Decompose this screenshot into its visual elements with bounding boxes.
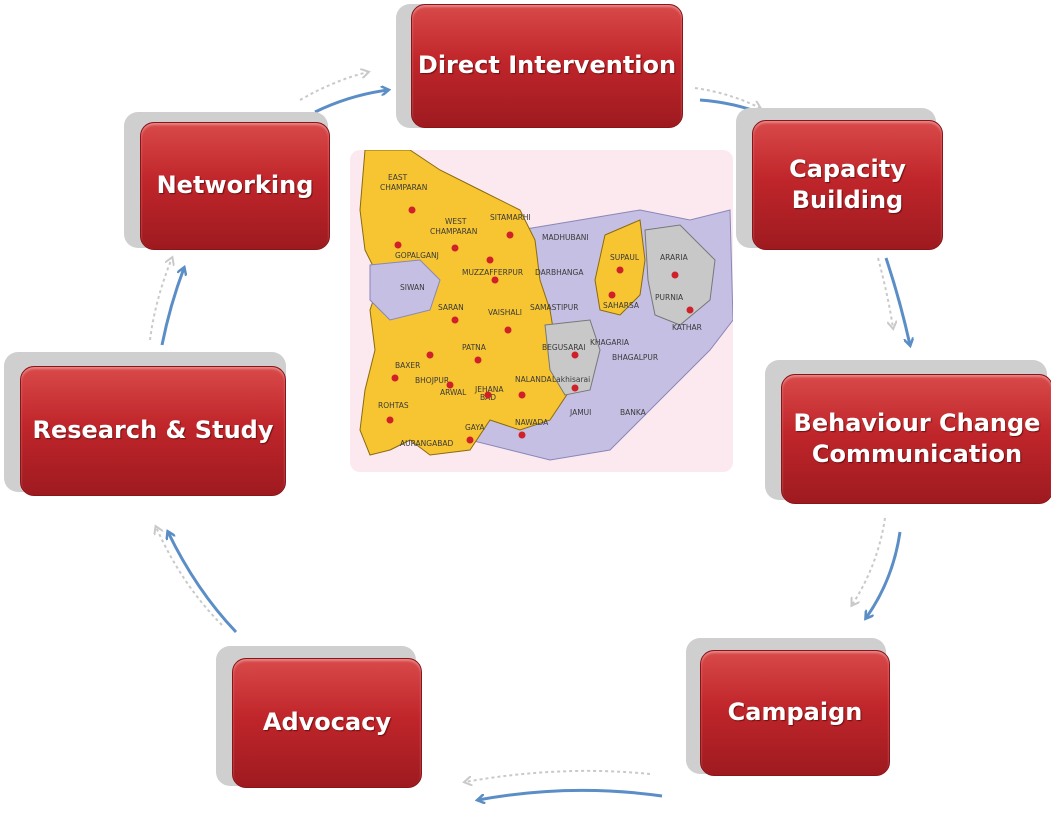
svg-text:CHAMPARAN: CHAMPARAN <box>380 183 427 192</box>
svg-text:BEGUSARAI: BEGUSARAI <box>542 343 585 352</box>
svg-text:Lakhisarai: Lakhisarai <box>552 375 590 384</box>
svg-text:CHAMPARAN: CHAMPARAN <box>430 227 477 236</box>
map-region-gray-araria-purnia <box>644 224 716 326</box>
svg-text:AURANGABAD: AURANGABAD <box>400 439 453 448</box>
svg-text:ARARIA: ARARIA <box>660 253 689 262</box>
advocacy-label: Advocacy <box>262 708 392 737</box>
campaign-box: Campaign <box>700 650 890 776</box>
map-region-gray-begusarai <box>544 319 601 396</box>
svg-text:BHOJPUR: BHOJPUR <box>415 376 449 385</box>
capacity-building-label-line2: Building <box>791 186 904 214</box>
svg-text:JAMUI: JAMUI <box>569 408 591 417</box>
behaviour-change-label-line1: Behaviour Change <box>793 408 1041 437</box>
svg-text:SITAMARHI: SITAMARHI <box>490 213 531 222</box>
research-study-label: Research & Study <box>32 416 274 445</box>
arrow-networking-to-direct-intervention <box>314 90 388 114</box>
arrow-shadow-research-networking <box>149 258 172 341</box>
svg-text:ROHTAS: ROHTAS <box>378 401 409 410</box>
arrow-shadow-advocacy-research <box>156 527 223 626</box>
svg-text:KATHAR: KATHAR <box>672 323 702 332</box>
svg-text:NAWADA: NAWADA <box>515 418 549 427</box>
svg-text:PURNIA: PURNIA <box>655 293 684 302</box>
campaign-label: Campaign <box>727 698 863 727</box>
arrow-shadow-capacity-behaviour <box>877 257 893 328</box>
svg-text:SUPAUL: SUPAUL <box>610 253 640 262</box>
svg-text:GOPALGANJ: GOPALGANJ <box>395 251 439 260</box>
arrow-shadow-campaign-advocacy <box>465 769 651 782</box>
map-region-yellow-west <box>359 150 581 456</box>
svg-text:SAMASTIPUR: SAMASTIPUR <box>530 303 578 312</box>
arrow-campaign-to-advocacy <box>478 788 663 800</box>
svg-text:DARBHANGA: DARBHANGA <box>535 268 584 277</box>
arrow-capacity-building-to-behaviour-change <box>884 257 910 345</box>
svg-text:JEHANA: JEHANA <box>474 385 504 394</box>
svg-text:VAISHALI: VAISHALI <box>488 308 522 317</box>
svg-text:WEST: WEST <box>445 217 467 226</box>
district-markers <box>386 206 694 444</box>
arrow-shadow-direct-capacity <box>694 87 760 108</box>
svg-text:BAXER: BAXER <box>395 361 420 370</box>
svg-text:BANKA: BANKA <box>620 408 647 417</box>
bihar-district-map: EAST CHAMPARAN WEST CHAMPARAN SITAMARHI … <box>350 150 733 472</box>
map-region-siwan <box>369 259 441 321</box>
arrow-shadow-networking-direct <box>299 72 368 101</box>
svg-text:KHAGARIA: KHAGARIA <box>590 338 630 347</box>
svg-text:SARAN: SARAN <box>438 303 464 312</box>
svg-text:ARWAL: ARWAL <box>440 388 467 397</box>
direct-intervention-label: Direct Intervention <box>417 51 677 80</box>
svg-text:SAHARSA: SAHARSA <box>603 301 640 310</box>
svg-text:BHAGALPUR: BHAGALPUR <box>612 353 658 362</box>
arrow-shadow-behaviour-campaign <box>852 517 886 605</box>
arrow-advocacy-to-research-study <box>168 532 238 634</box>
svg-text:SIWAN: SIWAN <box>400 283 425 292</box>
svg-text:MUZZAFFERPUR: MUZZAFFERPUR <box>462 268 523 277</box>
research-study-box: Research & Study <box>20 366 286 496</box>
networking-box: Networking <box>140 122 330 250</box>
svg-text:EAST: EAST <box>388 173 408 182</box>
svg-text:MADHUBANI: MADHUBANI <box>542 233 589 242</box>
arrow-behaviour-change-to-campaign <box>866 531 902 618</box>
svg-text:GAYA: GAYA <box>465 423 485 432</box>
behaviour-change-label-line2: Communication <box>811 440 1023 468</box>
arrow-research-study-to-networking <box>160 268 184 346</box>
networking-label: Networking <box>156 171 314 200</box>
direct-intervention-box: Direct Intervention <box>411 4 683 128</box>
capacity-building-label-line1: Capacity <box>789 154 906 183</box>
advocacy-box: Advocacy <box>232 658 422 788</box>
svg-text:PATNA: PATNA <box>462 343 487 352</box>
svg-text:NALANDA: NALANDA <box>515 375 552 384</box>
